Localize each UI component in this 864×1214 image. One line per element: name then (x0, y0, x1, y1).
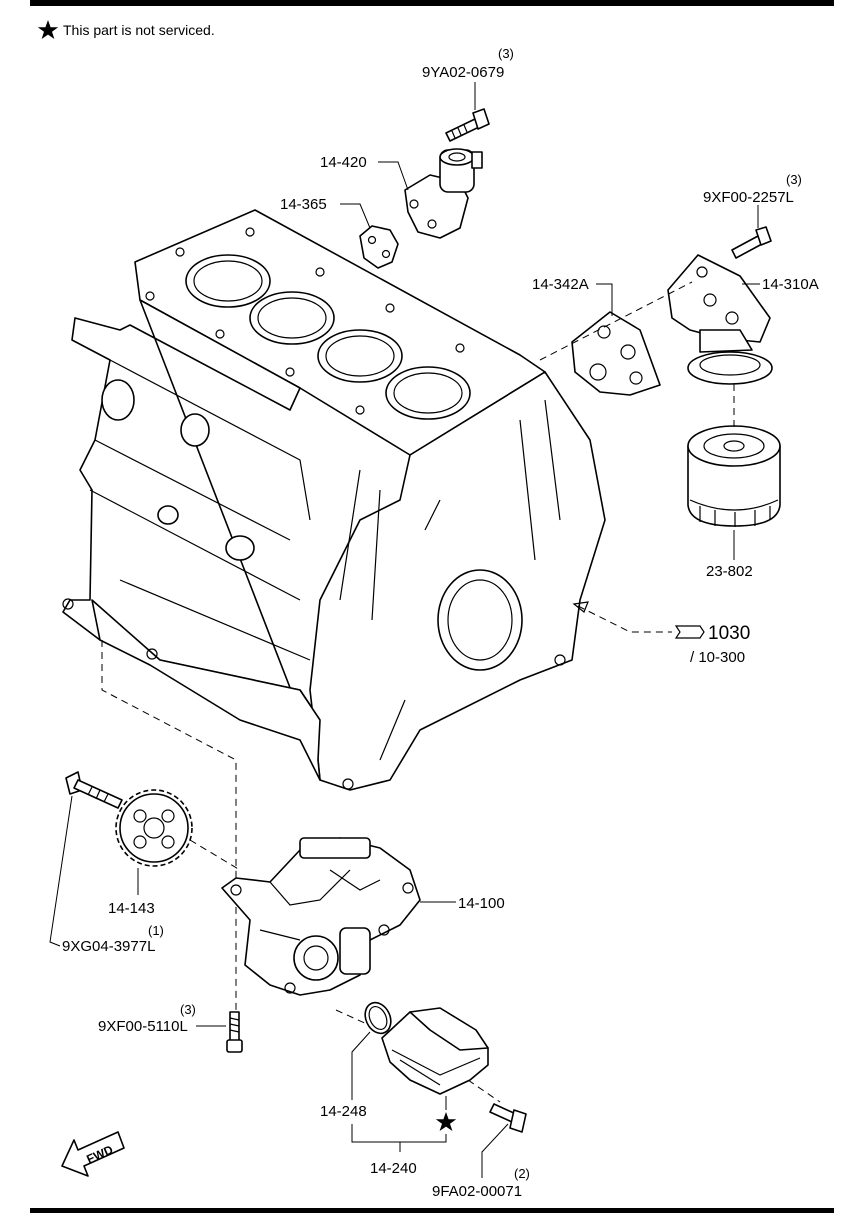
oil-filter-23-802[interactable] (687, 425, 781, 527)
bolt-9xg04-3977l[interactable] (65, 771, 123, 809)
label-bolt-strainer-code: 9FA02-00071 (432, 1183, 522, 1200)
label-14-310a: 14-310A (762, 276, 819, 293)
label-bolt-sprocket-qty: (1) (148, 923, 164, 938)
label-23-802: 23-802 (706, 563, 753, 580)
bottom-border (30, 1208, 834, 1213)
label-bolt-right-qty: (3) (786, 172, 802, 187)
top-border (30, 0, 834, 6)
bolt-9ya02-0679[interactable] (445, 108, 490, 142)
label-bolt-pump-qty: (3) (180, 1002, 196, 1017)
label-14-365: 14-365 (280, 196, 327, 213)
label-10-300: / 10-300 (690, 649, 745, 666)
oil-pump-14-100[interactable] (221, 837, 421, 996)
bolt-9xf00-2257l[interactable] (731, 226, 772, 259)
gasket-14-365[interactable] (359, 225, 399, 269)
note-text: This part is not serviced. (63, 22, 215, 38)
label-14-143: 14-143 (108, 900, 155, 917)
label-14-100: 14-100 (458, 895, 505, 912)
label-14-240: 14-240 (370, 1160, 417, 1177)
oil-strainer-14-240[interactable] (381, 1007, 489, 1095)
label-bolt-top-code: 9YA02-0679 (422, 64, 504, 81)
note-row: This part is not serviced. (37, 20, 215, 39)
star-icon (37, 20, 59, 39)
cylinder-block[interactable] (62, 209, 606, 791)
not-serviced-star-icon (435, 1112, 457, 1131)
label-1030[interactable]: 1030 (708, 623, 750, 644)
label-14-248: 14-248 (320, 1103, 367, 1120)
label-bolt-top-qty: (3) (498, 46, 514, 61)
label-14-420: 14-420 (320, 154, 367, 171)
label-bolt-right-code: 9XF00-2257L (703, 189, 794, 206)
oil-pressure-sensor-14-420[interactable] (404, 148, 483, 239)
o-ring-14-248[interactable] (360, 998, 395, 1037)
fwd-arrow-icon: FWD (61, 1131, 125, 1177)
oil-filter-body-14-310a[interactable] (667, 254, 773, 385)
bolt-9fa02-00071[interactable] (489, 1103, 527, 1133)
oil-pump-sprocket-14-143[interactable] (115, 789, 193, 867)
gasket-14-342a[interactable] (571, 311, 661, 396)
label-14-342a: 14-342A (532, 276, 589, 293)
label-bolt-sprocket-code: 9XG04-3977L (62, 938, 155, 955)
link-ref-icon (674, 625, 705, 639)
label-bolt-strainer-qty: (2) (514, 1166, 530, 1181)
label-bolt-pump-code: 9XF00-5110L (98, 1018, 188, 1035)
bolt-9xf00-5110l[interactable] (226, 1011, 243, 1053)
